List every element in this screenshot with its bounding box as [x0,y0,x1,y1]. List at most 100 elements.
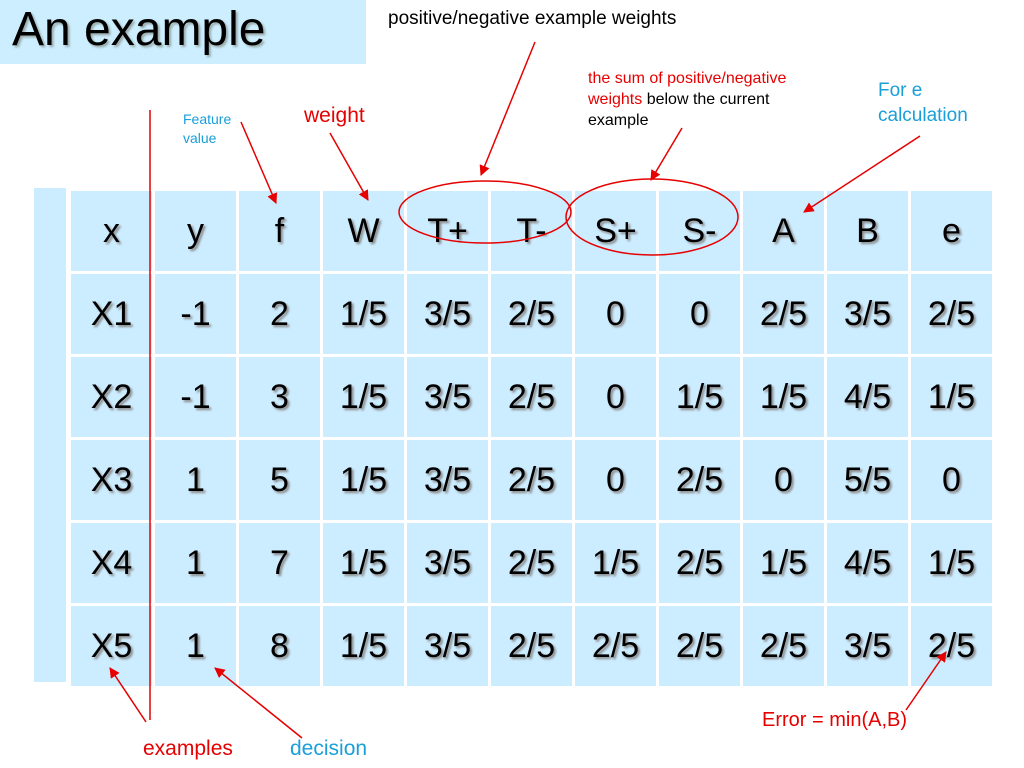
table-cell: 0 [908,437,995,523]
table-cell: 1/5 [740,354,827,440]
annotation-error: Error = min(A,B) [762,709,908,731]
for-e-line-1: For e [878,80,923,101]
arrow-feature-value [240,121,278,204]
table-cell: X2 [68,354,155,440]
table-cell: X1 [68,271,155,357]
table-cell: 0 [656,271,743,357]
table-cell: 2 [236,271,323,357]
table-cell: 2/5 [488,437,575,523]
annotation-weight: weight [304,104,365,127]
slide-title: An example [12,3,266,56]
column-header: f [236,188,323,274]
table-cell: 3/5 [824,271,911,357]
annotation-examples: examples [143,737,233,760]
table-cell: 2/5 [488,271,575,357]
table-cell: 1/5 [740,520,827,606]
arrow-examples [109,667,147,723]
column-header: S+ [572,188,659,274]
table-cell: -1 [152,354,239,440]
table-cell: -1 [152,271,239,357]
table-cell: 1/5 [320,437,407,523]
for-e-line-2: calculation [878,105,968,126]
table-cell: 1/5 [908,354,995,440]
table-cell: 3/5 [404,603,491,689]
sum-line-2-black: below the current [642,91,770,108]
ellipse-s-columns [565,178,739,256]
table-cell: 2/5 [908,271,995,357]
table-cell: 2/5 [908,603,995,689]
table-cell: 1/5 [320,520,407,606]
table-cell: 2/5 [488,354,575,440]
annotation-pos-neg-weights: positive/negative example weights [388,8,677,29]
table-cell: 1/5 [320,271,407,357]
table-cell: 0 [572,271,659,357]
table-cell: 2/5 [488,520,575,606]
column-header: S- [656,188,743,274]
column-header: T- [488,188,575,274]
table-side-strip [34,188,66,682]
table-cell: 2/5 [656,437,743,523]
table-cell: 5 [236,437,323,523]
table-cell: 2/5 [656,520,743,606]
table-cell: 0 [740,437,827,523]
table-cell: 2/5 [740,603,827,689]
table-cell: 3/5 [404,437,491,523]
sum-line-2: weights below the current [588,89,786,110]
table-cell: 3/5 [404,520,491,606]
table-cell: 1 [152,520,239,606]
table-cell: 1/5 [656,354,743,440]
title-box [0,0,366,64]
column-header: A [740,188,827,274]
table-cell: 1/5 [572,520,659,606]
arrow-pos-neg-weights [479,41,536,176]
table-cell: 7 [236,520,323,606]
table-cell: 1/5 [320,603,407,689]
table-cell: 2/5 [656,603,743,689]
feature-line-1: Feature [183,111,232,127]
table-cell: 3/5 [404,354,491,440]
table-cell: 3/5 [824,603,911,689]
table-cell: 5/5 [824,437,911,523]
arrow-sum-weights [650,127,683,181]
column-header: e [908,188,995,274]
arrow-decision [214,667,303,739]
table-cell: 1 [152,437,239,523]
table-cell: 1/5 [908,520,995,606]
column-header: T+ [404,188,491,274]
table-cell: X3 [68,437,155,523]
table-cell: 2/5 [740,271,827,357]
table-cell: X4 [68,520,155,606]
table-cell: 3/5 [404,271,491,357]
sum-line-1: the sum of positive/negative [588,70,787,87]
arrow-for-e [803,135,921,213]
table-cell: 2/5 [488,603,575,689]
annotation-for-e: For e calculation [878,78,968,128]
annotation-decision: decision [290,737,368,760]
table-cell: 4/5 [824,520,911,606]
column-header: B [824,188,911,274]
column-header: y [152,188,239,274]
feature-line-2: value [183,130,217,146]
table-cell: 8 [236,603,323,689]
column-header: W [320,188,407,274]
arrow-weight [329,132,369,201]
table-cell: 0 [572,354,659,440]
table-cell: 1/5 [320,354,407,440]
table-cell: 0 [572,437,659,523]
sum-line-2-red: weights [588,91,643,108]
table-cell: 2/5 [572,603,659,689]
sum-line-3: example [588,112,649,129]
annotation-feature-value: Feature value [183,110,231,148]
ellipse-t-columns [398,180,572,244]
arrow-error [905,651,947,711]
table-cell: 3 [236,354,323,440]
column-header: x [68,188,155,274]
